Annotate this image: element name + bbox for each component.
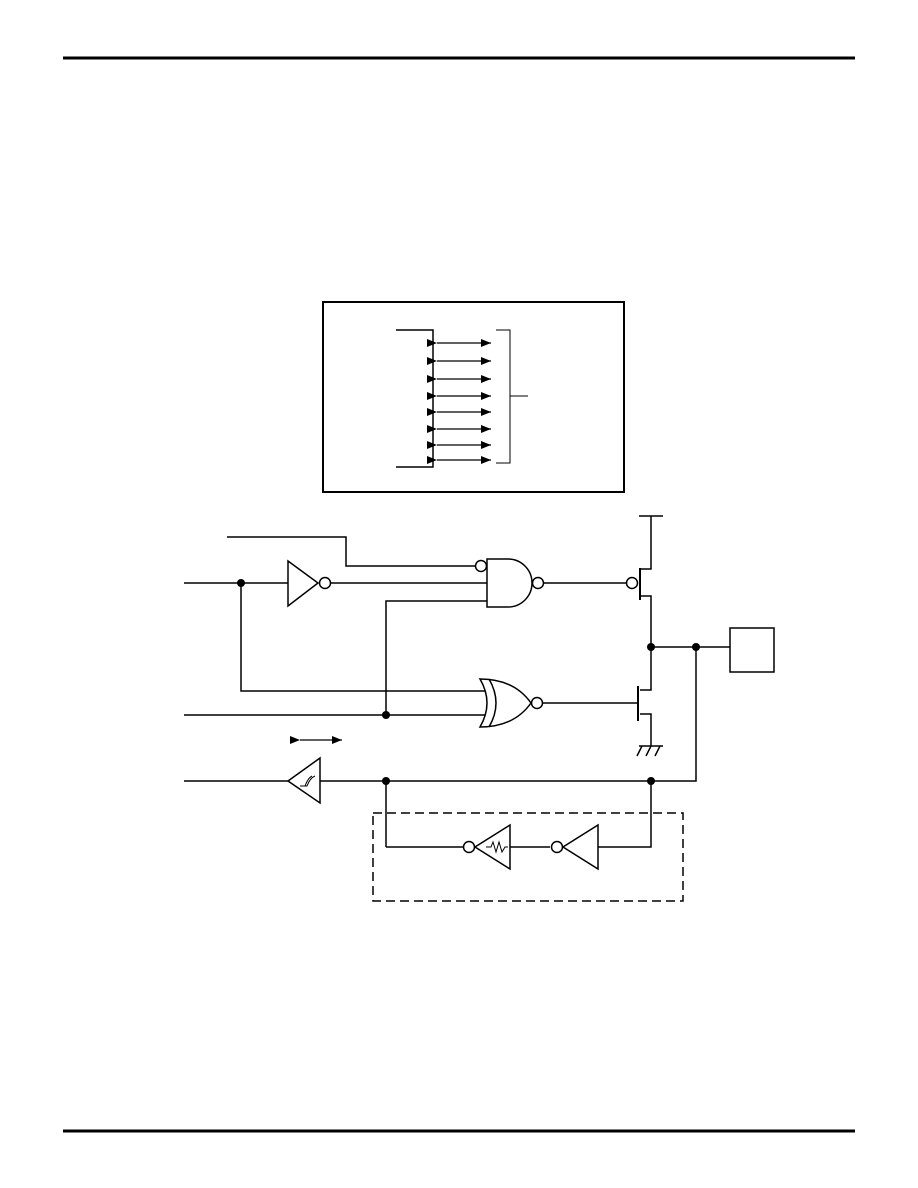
io-pin-box: [730, 628, 774, 672]
ground-icon: [637, 746, 663, 756]
pmos-transistor: [627, 516, 664, 647]
nand-gate-icon: [476, 559, 544, 607]
junction-dot: [237, 579, 245, 587]
inverter-icon: [288, 561, 331, 606]
junction-dot: [382, 711, 390, 719]
pin-feedback-wire: [651, 647, 696, 781]
junction-dot: [382, 777, 390, 785]
nor-gate-icon: [480, 679, 543, 727]
junction-dots: [237, 579, 700, 785]
weak-inverter-icon: [464, 825, 511, 869]
enable-to-nand-wire: [386, 601, 487, 715]
keeper-inverter-icon: [552, 825, 599, 869]
data-to-nor-wire: [241, 583, 487, 691]
keeper-wire-right: [598, 781, 651, 847]
junction-dot: [647, 777, 655, 785]
internal-bus-bracket: [396, 330, 433, 467]
nmos-transistor: [637, 647, 663, 756]
io-circuit: [184, 516, 774, 901]
junction-dot: [692, 643, 700, 651]
junction-dot: [647, 643, 655, 651]
control-wire-top: [227, 537, 475, 566]
port-block-diagram: [323, 302, 624, 492]
port-block-frame: [323, 302, 624, 492]
keeper-latch-box: [373, 813, 683, 901]
bit-line-arrows: [427, 339, 491, 464]
schmitt-trigger-icon: [288, 758, 320, 803]
resistor-icon: [486, 842, 508, 852]
pin-group-bracket: [496, 330, 510, 463]
